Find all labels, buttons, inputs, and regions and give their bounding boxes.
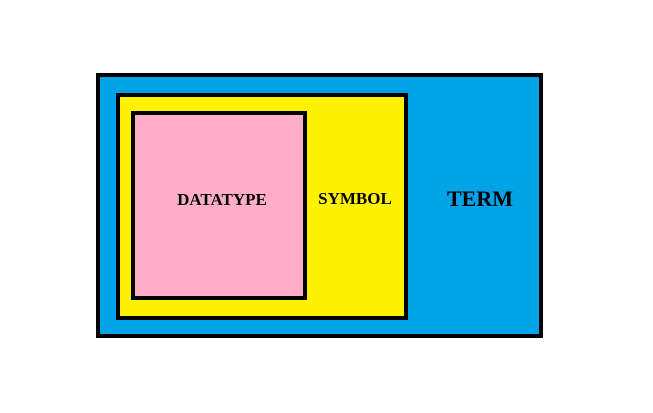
datatype-label: DATATYPE [177, 190, 267, 209]
datatype-box [131, 111, 307, 300]
symbol-label: SYMBOL [318, 189, 392, 208]
term-label: TERM [447, 186, 513, 211]
